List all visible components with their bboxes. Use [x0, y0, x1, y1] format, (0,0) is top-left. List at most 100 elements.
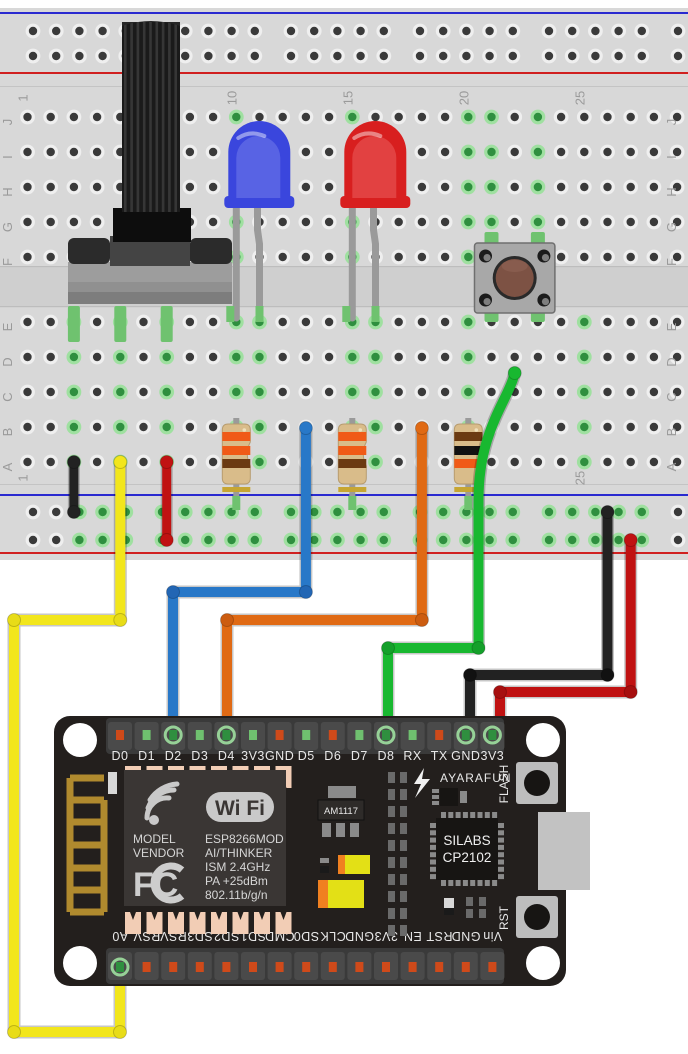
- breadboard-hole[interactable]: [533, 422, 543, 432]
- breadboard-hole[interactable]: [52, 535, 61, 545]
- breadboard-hole[interactable]: [510, 352, 519, 362]
- breadboard-hole[interactable]: [649, 147, 659, 157]
- breadboard-hole[interactable]: [485, 26, 494, 36]
- breadboard-hole[interactable]: [46, 352, 55, 362]
- breadboard-hole[interactable]: [278, 217, 287, 227]
- breadboard-hole[interactable]: [626, 352, 635, 362]
- breadboard-hole[interactable]: [250, 26, 259, 36]
- breadboard-hole[interactable]: [614, 26, 623, 36]
- breadboard-hole[interactable]: [626, 112, 635, 122]
- breadboard-hole[interactable]: [556, 252, 566, 262]
- breadboard-hole[interactable]: [649, 457, 659, 467]
- breadboard-hole[interactable]: [301, 182, 311, 192]
- breadboard-hole[interactable]: [250, 507, 259, 517]
- breadboard-hole[interactable]: [672, 217, 682, 227]
- breadboard-hole[interactable]: [649, 387, 659, 397]
- breadboard-hole[interactable]: [464, 252, 473, 262]
- breadboard-hole[interactable]: [672, 112, 682, 122]
- breadboard-hole[interactable]: [394, 387, 403, 397]
- breadboard-hole[interactable]: [580, 387, 589, 397]
- breadboard-hole[interactable]: [417, 387, 427, 397]
- breadboard-hole[interactable]: [464, 352, 473, 362]
- usb-connector[interactable]: [538, 812, 590, 890]
- breadboard-hole[interactable]: [417, 147, 427, 157]
- breadboard-hole[interactable]: [92, 217, 102, 227]
- breadboard-hole[interactable]: [626, 252, 635, 262]
- breadboard-hole[interactable]: [208, 317, 218, 327]
- breadboard-hole[interactable]: [626, 422, 635, 432]
- breadboard-hole[interactable]: [379, 26, 388, 36]
- breadboard-hole[interactable]: [23, 147, 32, 157]
- breadboard-hole[interactable]: [626, 457, 635, 467]
- breadboard-hole[interactable]: [614, 507, 623, 517]
- breadboard-hole[interactable]: [348, 112, 357, 122]
- breadboard-hole[interactable]: [580, 457, 589, 467]
- wire-yellow-a0[interactable]: [7, 455, 128, 1039]
- breadboard-hole[interactable]: [75, 26, 84, 36]
- breadboard-hole[interactable]: [204, 26, 213, 36]
- breadboard-hole[interactable]: [204, 507, 213, 517]
- breadboard-hole[interactable]: [510, 422, 519, 432]
- breadboard-hole[interactable]: [208, 182, 218, 192]
- breadboard-hole[interactable]: [23, 387, 32, 397]
- resistor-330-ohm-blue-led[interactable]: [221, 418, 251, 510]
- breadboard-hole[interactable]: [208, 387, 218, 397]
- breadboard-hole[interactable]: [379, 507, 388, 517]
- breadboard-hole[interactable]: [185, 387, 195, 397]
- breadboard-hole[interactable]: [533, 217, 543, 227]
- breadboard-hole[interactable]: [181, 51, 190, 61]
- breadboard-hole[interactable]: [673, 507, 683, 517]
- breadboard-hole[interactable]: [544, 26, 554, 36]
- breadboard-hole[interactable]: [603, 317, 612, 327]
- breadboard-hole[interactable]: [510, 217, 519, 227]
- breadboard-hole[interactable]: [464, 182, 473, 192]
- breadboard-hole[interactable]: [580, 352, 589, 362]
- breadboard-hole[interactable]: [440, 457, 450, 467]
- breadboard-hole[interactable]: [649, 252, 659, 262]
- breadboard-hole[interactable]: [208, 217, 218, 227]
- breadboard-hole[interactable]: [23, 252, 32, 262]
- breadboard-hole[interactable]: [614, 51, 623, 61]
- breadboard-hole[interactable]: [440, 387, 450, 397]
- breadboard-hole[interactable]: [28, 51, 38, 61]
- breadboard-hole[interactable]: [250, 51, 259, 61]
- breadboard-hole[interactable]: [580, 112, 589, 122]
- breadboard-hole[interactable]: [672, 387, 682, 397]
- breadboard-hole[interactable]: [324, 147, 334, 157]
- breadboard-hole[interactable]: [232, 387, 241, 397]
- breadboard-hole[interactable]: [637, 535, 646, 545]
- breadboard-hole[interactable]: [227, 535, 236, 545]
- breadboard-hole[interactable]: [485, 507, 494, 517]
- breadboard-hole[interactable]: [69, 387, 79, 397]
- breadboard-hole[interactable]: [556, 182, 566, 192]
- breadboard-hole[interactable]: [510, 112, 519, 122]
- breadboard-hole[interactable]: [510, 147, 519, 157]
- led-blue[interactable]: [224, 121, 295, 322]
- breadboard-hole[interactable]: [626, 387, 635, 397]
- breadboard-hole[interactable]: [440, 422, 450, 432]
- breadboard-hole[interactable]: [23, 112, 32, 122]
- breadboard-hole[interactable]: [324, 317, 334, 327]
- breadboard-hole[interactable]: [333, 26, 342, 36]
- breadboard-hole[interactable]: [417, 317, 427, 327]
- breadboard-hole[interactable]: [286, 26, 296, 36]
- breadboard-hole[interactable]: [626, 317, 635, 327]
- wire-red-3v3[interactable]: [493, 533, 638, 735]
- breadboard-hole[interactable]: [301, 217, 311, 227]
- breadboard-hole[interactable]: [603, 457, 612, 467]
- breadboard-hole[interactable]: [568, 26, 577, 36]
- breadboard-hole[interactable]: [69, 422, 79, 432]
- breadboard-hole[interactable]: [556, 217, 566, 227]
- breadboard-hole[interactable]: [286, 51, 296, 61]
- breadboard-hole[interactable]: [162, 352, 171, 362]
- breadboard-hole[interactable]: [208, 147, 218, 157]
- breadboard-hole[interactable]: [649, 182, 659, 192]
- breadboard-hole[interactable]: [637, 51, 646, 61]
- resistor-10k-ohm-pulldown[interactable]: [453, 418, 483, 510]
- breadboard-hole[interactable]: [324, 252, 334, 262]
- breadboard-hole[interactable]: [356, 26, 365, 36]
- wire-blue-d2[interactable]: [166, 421, 313, 735]
- breadboard-hole[interactable]: [672, 422, 682, 432]
- breadboard-hole[interactable]: [208, 112, 218, 122]
- breadboard-hole[interactable]: [556, 457, 566, 467]
